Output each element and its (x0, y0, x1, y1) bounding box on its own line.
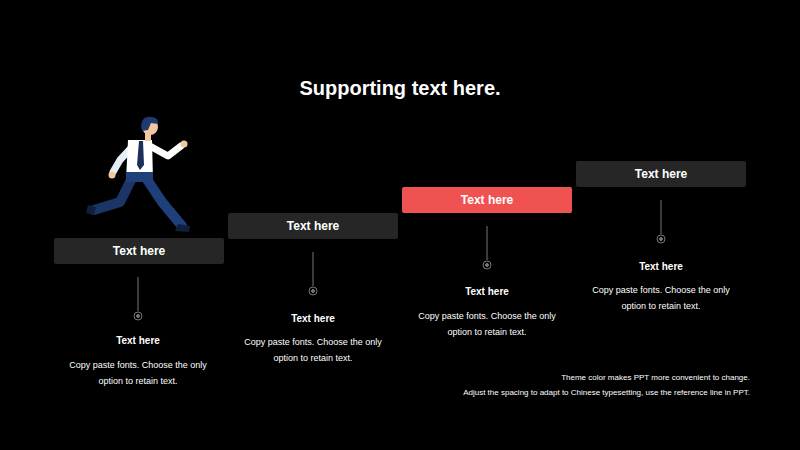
leader-line (487, 226, 488, 260)
note-text: Adjust the spacing to adapt to Chinese t… (330, 388, 750, 397)
leader-dot (657, 235, 665, 243)
column-body: Copy paste fonts. Choose the only option… (68, 357, 208, 389)
leader-dot (309, 287, 317, 295)
column-body: Copy paste fonts. Choose the only option… (591, 282, 731, 314)
leader-dot (483, 261, 491, 269)
leader-dot (312, 290, 315, 293)
leader-line (661, 200, 662, 234)
note-text: Theme color makes PPT more convenient to… (330, 373, 750, 382)
column-body: Copy paste fonts. Choose the only option… (417, 308, 557, 340)
column-heading: Text here (581, 261, 741, 272)
column-heading: Text here (233, 313, 393, 324)
step-bar: Text here (576, 161, 746, 187)
column-body: Copy paste fonts. Choose the only option… (243, 334, 383, 366)
leader-dot (137, 315, 140, 318)
step-bar: Text here (54, 238, 224, 264)
leader-dot (134, 312, 142, 320)
leader-dot (660, 238, 663, 241)
leader-line (138, 277, 139, 311)
column-heading: Text here (58, 335, 218, 346)
step-bar: Text here (402, 187, 572, 213)
step-label: Text here (287, 219, 339, 233)
title: Supporting text here. (0, 77, 800, 100)
step-label: Text here (635, 167, 687, 181)
leader-line (313, 252, 314, 286)
runner-illustration (86, 117, 190, 232)
step-bar: Text here (228, 213, 398, 239)
leader-dot (486, 264, 489, 267)
step-label: Text here (113, 244, 165, 258)
step-label: Text here (461, 193, 513, 207)
column-heading: Text here (407, 286, 567, 297)
